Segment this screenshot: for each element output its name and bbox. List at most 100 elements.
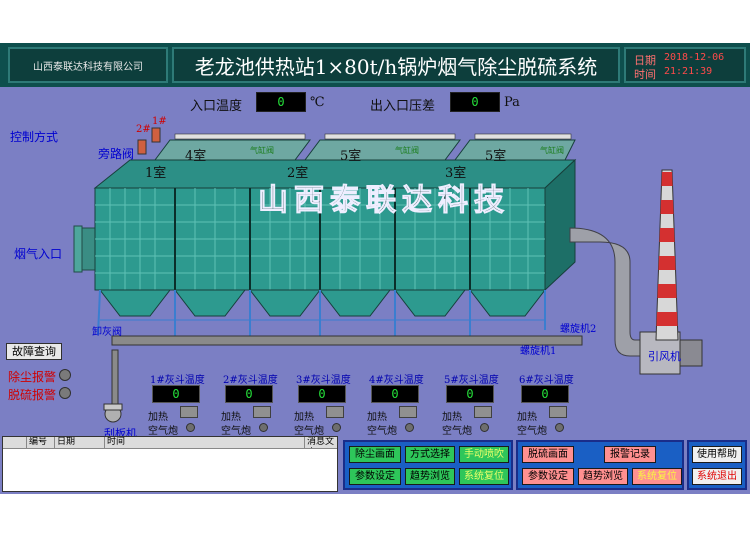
mode-select-button[interactable]: 方式选择 — [405, 446, 455, 463]
flue-inlet-label: 烟气入口 — [14, 247, 63, 261]
sys-reset-button-1[interactable]: 系统复位 — [459, 468, 509, 485]
air-cannon-label: 空气炮 — [517, 426, 547, 437]
hopper-title: 1#灰斗温度 — [150, 375, 205, 386]
hopper-title: 2#灰斗温度 — [223, 375, 278, 386]
valve-2-label: 2# — [136, 124, 151, 135]
hopper-title: 4#灰斗温度 — [369, 375, 424, 386]
precipitator-body — [93, 133, 577, 292]
hopper-temp-display: 0 — [152, 385, 200, 403]
desulf-button-group: 脱硫画面 报警记录 参数设定 趋势浏览 系统复位 — [516, 440, 684, 490]
air-cannon-label: 空气炮 — [148, 426, 178, 437]
screw2-label: 螺旋机2 — [560, 324, 597, 335]
param-set-button-1[interactable]: 参数设定 — [349, 468, 401, 485]
air-cannon-lamp — [332, 423, 341, 432]
inlet-temp-label: 入口温度 — [190, 99, 243, 114]
pulse-valve-label-3: 气缸阀 — [540, 146, 564, 155]
desulf-alarm-label: 脱硫报警 — [8, 388, 57, 402]
bypass-valve-label: 旁路阀 — [98, 147, 135, 161]
hopper-temp-display: 0 — [446, 385, 494, 403]
fault-query-button[interactable]: 故障查询 — [6, 343, 62, 360]
log-col-message: 消息文本 — [307, 437, 335, 447]
time-value: 21:21:39 — [664, 66, 713, 77]
log-col-date: 日期 — [55, 437, 105, 448]
log-col-empty — [3, 437, 27, 448]
trend-button-2[interactable]: 趋势浏览 — [578, 468, 628, 485]
system-button-group: 使用帮助 系统退出 — [687, 440, 747, 490]
inlet-temp-unit: ℃ — [310, 95, 325, 110]
screw-conveyor — [111, 335, 583, 346]
air-cannon-lamp — [480, 423, 489, 432]
scraper-motor — [103, 403, 123, 423]
screw1-label: 螺旋机1 — [520, 346, 557, 357]
message-log[interactable]: 编号 日期 时间 消息文本 — [2, 436, 338, 492]
air-cannon-lamp — [555, 423, 564, 432]
dust-alarm-label: 除尘报警 — [8, 370, 57, 384]
heat-label: 加热 — [148, 412, 168, 423]
date-label: 日期 — [634, 54, 656, 67]
room-2-label: 2室 — [287, 166, 309, 181]
desulf-screen-button[interactable]: 脱硫画面 — [522, 446, 574, 463]
room-4-label: 4室 — [185, 149, 207, 164]
heat-indicator — [399, 406, 417, 418]
dust-button-group: 除尘画面 方式选择 手动喷吹 参数设定 趋势浏览 系统复位 — [343, 440, 513, 490]
air-cannon-lamp — [259, 423, 268, 432]
chimney — [655, 169, 679, 341]
heat-label: 加热 — [517, 412, 537, 423]
room-5a-label: 5室 — [340, 149, 362, 164]
air-cannon-label: 空气炮 — [442, 426, 472, 437]
heat-indicator — [326, 406, 344, 418]
heat-indicator — [253, 406, 271, 418]
sys-reset-button-2[interactable]: 系统复位 — [632, 468, 682, 485]
hopper-temp-display: 0 — [521, 385, 569, 403]
pressure-diff-display: 0 — [450, 92, 500, 112]
pressure-diff-label: 出入口压差 — [370, 99, 436, 114]
ash-valve-label: 卸灰阀 — [92, 327, 122, 338]
trend-button-1[interactable]: 趋势浏览 — [405, 468, 455, 485]
company-name: 山西泰联达科技有限公司 — [8, 47, 168, 83]
log-col-time: 时间 — [105, 437, 305, 448]
dust-screen-button[interactable]: 除尘画面 — [349, 446, 401, 463]
time-label: 时间 — [634, 68, 656, 81]
valve-1-label: 1# — [152, 116, 167, 127]
heat-indicator — [549, 406, 567, 418]
air-cannon-lamp — [405, 423, 414, 432]
air-cannon-lamp — [186, 423, 195, 432]
air-cannon-label: 空气炮 — [294, 426, 324, 437]
control-mode-label: 控制方式 — [10, 130, 59, 144]
desulf-alarm-lamp — [59, 387, 71, 399]
heat-label: 加热 — [294, 412, 314, 423]
hopper-title: 5#灰斗温度 — [444, 375, 499, 386]
inlet-temp-display: 0 — [256, 92, 306, 112]
heat-label: 加热 — [221, 412, 241, 423]
date-value: 2018-12-06 — [664, 52, 725, 63]
alarm-record-button[interactable]: 报警记录 — [604, 446, 656, 463]
heat-indicator — [474, 406, 492, 418]
dust-alarm-lamp — [59, 369, 71, 381]
watermark: 山西泰联达科技 — [258, 183, 510, 219]
pulse-valve-label-2: 气缸阀 — [395, 146, 419, 155]
ash-hoppers — [98, 289, 547, 317]
log-header: 编号 日期 时间 消息文本 — [3, 437, 337, 449]
datetime-panel: 日期 2018-12-06 时间 21:21:39 — [624, 47, 746, 83]
pressure-diff-unit: Pa — [504, 95, 520, 110]
help-button[interactable]: 使用帮助 — [692, 446, 742, 463]
hopper-title: 6#灰斗温度 — [519, 375, 574, 386]
air-cannon-label: 空气炮 — [221, 426, 251, 437]
hopper-title: 3#灰斗温度 — [296, 375, 351, 386]
heat-label: 加热 — [442, 412, 462, 423]
exit-button[interactable]: 系统退出 — [692, 468, 742, 485]
heat-indicator — [180, 406, 198, 418]
page-title: 老龙池供热站1×80t/h锅炉烟气除尘脱硫系统 — [172, 47, 620, 83]
hopper-temp-display: 0 — [371, 385, 419, 403]
pulse-valve-label-1: 气缸阀 — [250, 146, 274, 155]
room-3-label: 3室 — [445, 166, 467, 181]
room-1-label: 1室 — [145, 166, 167, 181]
fan-label: 引风机 — [648, 350, 681, 363]
manual-blow-button[interactable]: 手动喷吹 — [459, 446, 509, 463]
heat-label: 加热 — [367, 412, 387, 423]
hopper-temp-display: 0 — [298, 385, 346, 403]
param-set-button-2[interactable]: 参数设定 — [522, 468, 574, 485]
room-5b-label: 5室 — [485, 149, 507, 164]
log-col-id: 编号 — [27, 437, 55, 448]
